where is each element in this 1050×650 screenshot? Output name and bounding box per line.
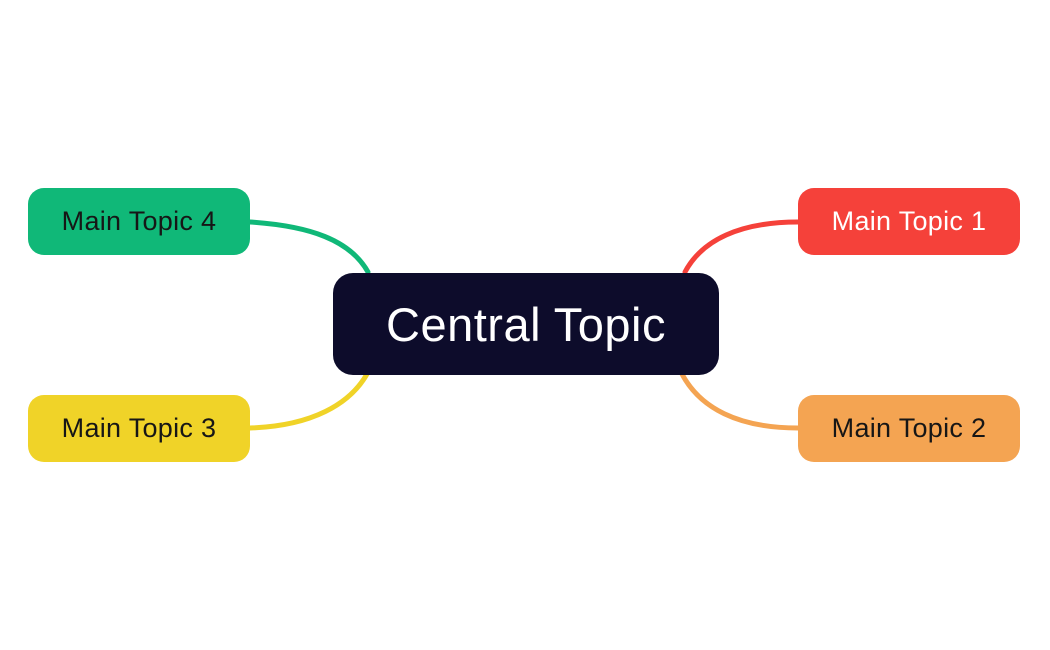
main-topic-1-label: Main Topic 1 <box>831 206 987 236</box>
main-topic-4-node[interactable]: Main Topic 4 <box>28 188 250 255</box>
central-topic-node[interactable]: Central Topic <box>333 273 719 375</box>
main-topic-2-node[interactable]: Main Topic 2 <box>798 395 1020 462</box>
connector-central-to-main-topic-3 <box>247 371 370 431</box>
main-topic-4-label: Main Topic 4 <box>61 206 217 236</box>
connector-central-to-main-topic-4 <box>247 219 371 275</box>
main-topic-3-node[interactable]: Main Topic 3 <box>28 395 250 462</box>
main-topic-2-label: Main Topic 2 <box>831 413 987 443</box>
main-topic-1-node[interactable]: Main Topic 1 <box>798 188 1020 255</box>
main-topic-3-label: Main Topic 3 <box>61 413 217 443</box>
connector-central-to-main-topic-2 <box>679 371 801 431</box>
central-topic-label: Central Topic <box>386 297 666 351</box>
connector-central-to-main-topic-1 <box>682 219 801 275</box>
